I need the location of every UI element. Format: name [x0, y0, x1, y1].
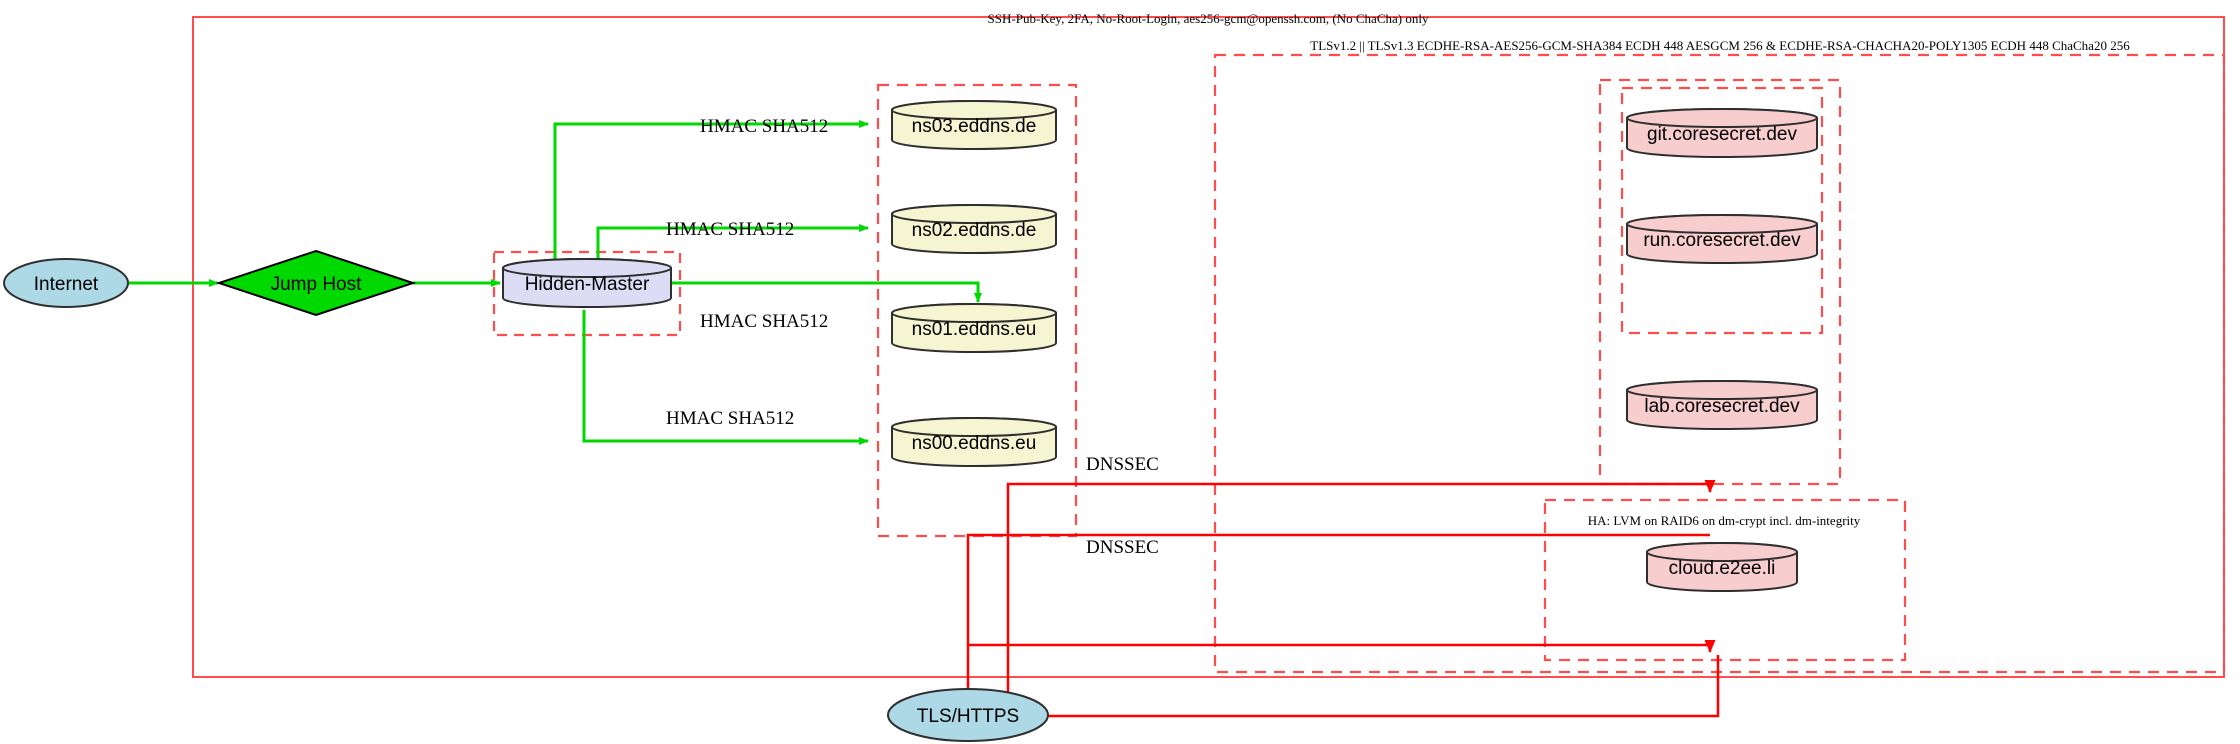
node-ns02-label: ns02.eddns.de	[912, 220, 1037, 241]
edge-tlshttps-to-service-zone	[1006, 480, 1716, 700]
node-ns02[interactable]: ns02.eddns.de	[891, 204, 1057, 254]
node-ns01[interactable]: ns01.eddns.eu	[891, 303, 1057, 353]
node-ns01-label: ns01.eddns.eu	[912, 319, 1037, 340]
node-git-coresecret-dev[interactable]: git.coresecret.dev	[1626, 108, 1818, 158]
edge-label-hmac-ns02: HMAC SHA512	[666, 219, 794, 240]
edge-label-hmac-ns00: HMAC SHA512	[666, 408, 794, 429]
node-hidden-master[interactable]: Hidden-Master	[502, 258, 672, 308]
edge-hiddenmaster-to-ns03	[553, 120, 869, 260]
cluster-ha-zone: HA: LVM on RAID6 on dm-crypt incl. dm-in…	[1543, 498, 1907, 662]
node-jump-host[interactable]: Jump Host	[215, 249, 417, 317]
node-ns00-label: ns00.eddns.eu	[912, 433, 1037, 454]
cluster-outer-ssh: SSH-Pub-Key, 2FA, No-Root-Login, aes256-…	[192, 11, 2225, 678]
cluster-tls-zone-label: TLSv1.2 || TLSv1.3 ECDHE-RSA-AES256-GCM-…	[1310, 38, 2130, 53]
node-jump-host-label: Jump Host	[271, 274, 363, 295]
cluster-outer-ssh-label: SSH-Pub-Key, 2FA, No-Root-Login, aes256-…	[988, 11, 1429, 26]
edge-label-hmac-ns03: HMAC SHA512	[700, 116, 828, 137]
node-lab-coresecret-dev[interactable]: lab.coresecret.dev	[1626, 380, 1818, 430]
cluster-tls-zone: TLSv1.2 || TLSv1.3 ECDHE-RSA-AES256-GCM-…	[1213, 38, 2226, 674]
node-ns03-label: ns03.eddns.de	[912, 116, 1037, 137]
node-ns00[interactable]: ns00.eddns.eu	[891, 417, 1057, 467]
node-run-coresecret-dev[interactable]: run.coresecret.dev	[1626, 214, 1818, 264]
cluster-service-zone	[1598, 78, 1842, 486]
edge-label-dnssec-lower: DNSSEC	[1086, 537, 1159, 558]
node-ns03[interactable]: ns03.eddns.de	[891, 100, 1057, 150]
node-hidden-master-label: Hidden-Master	[525, 274, 650, 295]
edge-hiddenmaster-to-ns01	[660, 281, 982, 303]
node-tls-https[interactable]: TLS/HTTPS	[887, 688, 1049, 742]
node-internet-label: Internet	[34, 274, 99, 295]
edge-hiddenmaster-to-ns02	[596, 224, 869, 260]
edge-tlshttps-to-ha-zone	[966, 533, 1710, 700]
node-run-label: run.coresecret.dev	[1643, 230, 1801, 251]
node-lab-label: lab.coresecret.dev	[1644, 396, 1800, 417]
node-internet[interactable]: Internet	[3, 258, 129, 308]
node-cloud-label: cloud.e2ee.li	[1669, 558, 1776, 579]
edge-tlshttps-bottom-right	[968, 640, 1720, 718]
node-cloud-e2ee-li[interactable]: cloud.e2ee.li	[1646, 542, 1798, 592]
cluster-hidden-master-zone	[492, 250, 682, 337]
cluster-ha-zone-label: HA: LVM on RAID6 on dm-crypt incl. dm-in…	[1588, 513, 1861, 528]
edge-label-dnssec-upper: DNSSEC	[1086, 454, 1159, 475]
node-git-label: git.coresecret.dev	[1647, 124, 1797, 145]
node-tls-https-label: TLS/HTTPS	[917, 706, 1019, 727]
edge-hiddenmaster-to-ns00	[582, 310, 869, 445]
edge-label-hmac-ns01: HMAC SHA512	[700, 311, 828, 332]
